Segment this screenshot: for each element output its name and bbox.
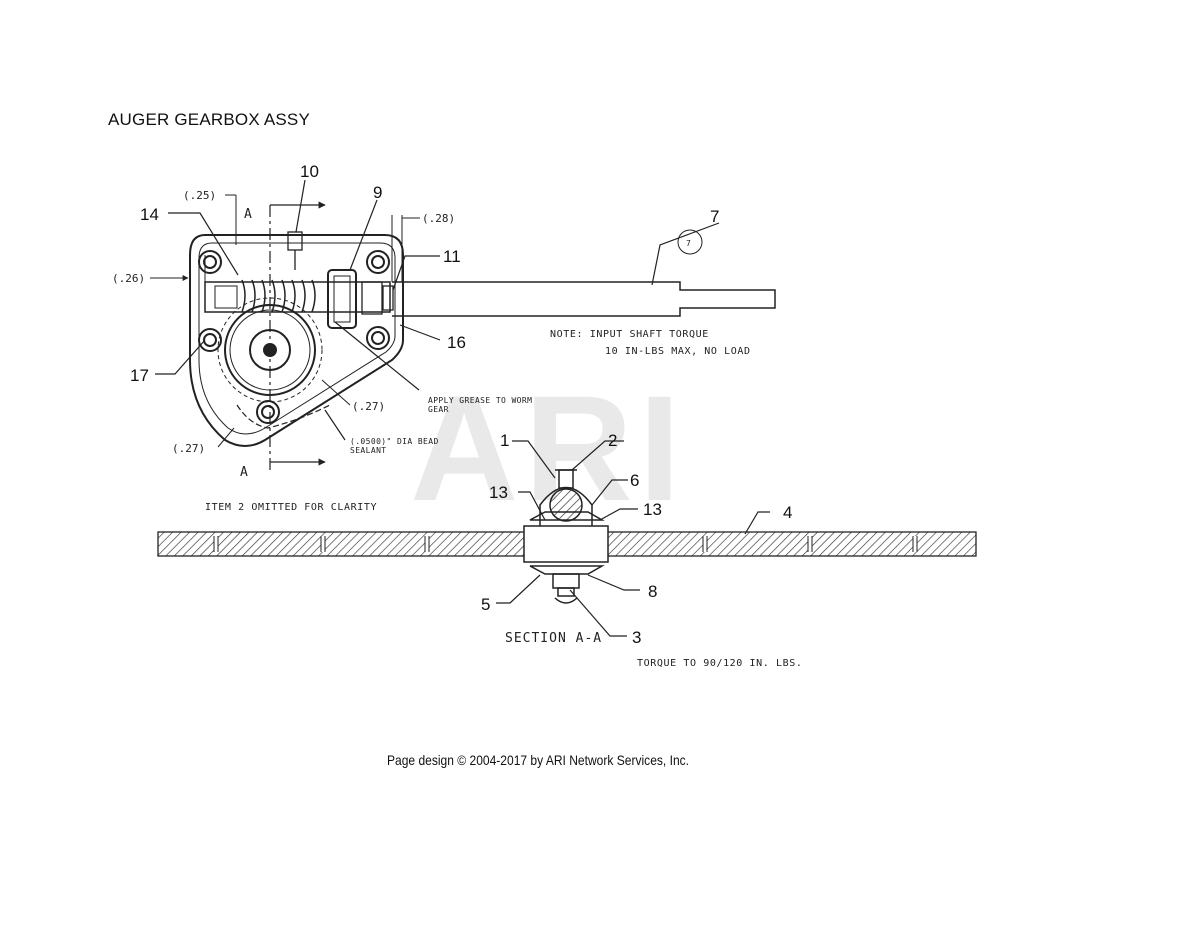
dimension-25: (.25) [183, 189, 216, 202]
callout-13-left: 13 [489, 483, 508, 502]
callout-16: 16 [447, 333, 466, 352]
footer-credit: Page design © 2004-2017 by ARI Network S… [387, 752, 690, 768]
input-shaft [392, 281, 776, 317]
callout-3: 3 [632, 628, 641, 647]
leader-lines [155, 179, 720, 441]
callout-8: 8 [648, 582, 657, 601]
section-leader-lines [496, 440, 770, 637]
note-input-torque-line2: 10 IN-LBS MAX, NO LOAD [605, 346, 751, 357]
dimension-lines [150, 194, 420, 448]
section-mark-a-top: A [244, 207, 253, 222]
item-7-balloon [677, 229, 703, 255]
shear-bolt-assembly [523, 469, 609, 604]
page-title: AUGER GEARBOX ASSY [108, 110, 310, 129]
section-line-a-a [269, 201, 326, 470]
dimension-26: (.26) [112, 272, 145, 285]
watermark-text: ARI [410, 364, 686, 532]
gearbox-housing [189, 231, 404, 447]
note-omitted: ITEM 2 OMITTED FOR CLARITY [205, 502, 377, 513]
callout-13-right: 13 [643, 500, 662, 519]
callout-10: 10 [300, 162, 319, 181]
note-bead-line1: (.0500)" DIA BEAD [350, 437, 439, 446]
callout-11: 11 [443, 247, 461, 266]
callout-9: 9 [373, 183, 382, 202]
dimension-28: (.28) [422, 212, 455, 225]
note-grease-line2: GEAR [428, 405, 449, 414]
note-bead-line2: SEALANT [350, 446, 387, 455]
callout-7: 7 [710, 207, 719, 226]
dimension-27-right: (.27) [352, 400, 385, 413]
callout-4: 4 [783, 503, 792, 522]
note-torque-bolt: TORQUE TO 90/120 IN. LBS. [637, 658, 803, 669]
callout-6: 6 [630, 471, 639, 490]
section-a-a-label: SECTION A-A [505, 631, 602, 646]
callout-1: 1 [500, 431, 509, 450]
callout-14: 14 [140, 205, 159, 224]
balloon-7-label: 7 [686, 239, 691, 248]
section-mark-a-bottom: A [240, 465, 249, 480]
note-grease-line1: APPLY GREASE TO WORM [428, 396, 532, 405]
dimension-27-left: (.27) [172, 442, 205, 455]
callout-2: 2 [608, 431, 617, 450]
callout-17: 17 [130, 366, 149, 385]
callout-5: 5 [481, 595, 490, 614]
note-input-torque-line1: NOTE: INPUT SHAFT TORQUE [550, 329, 709, 340]
